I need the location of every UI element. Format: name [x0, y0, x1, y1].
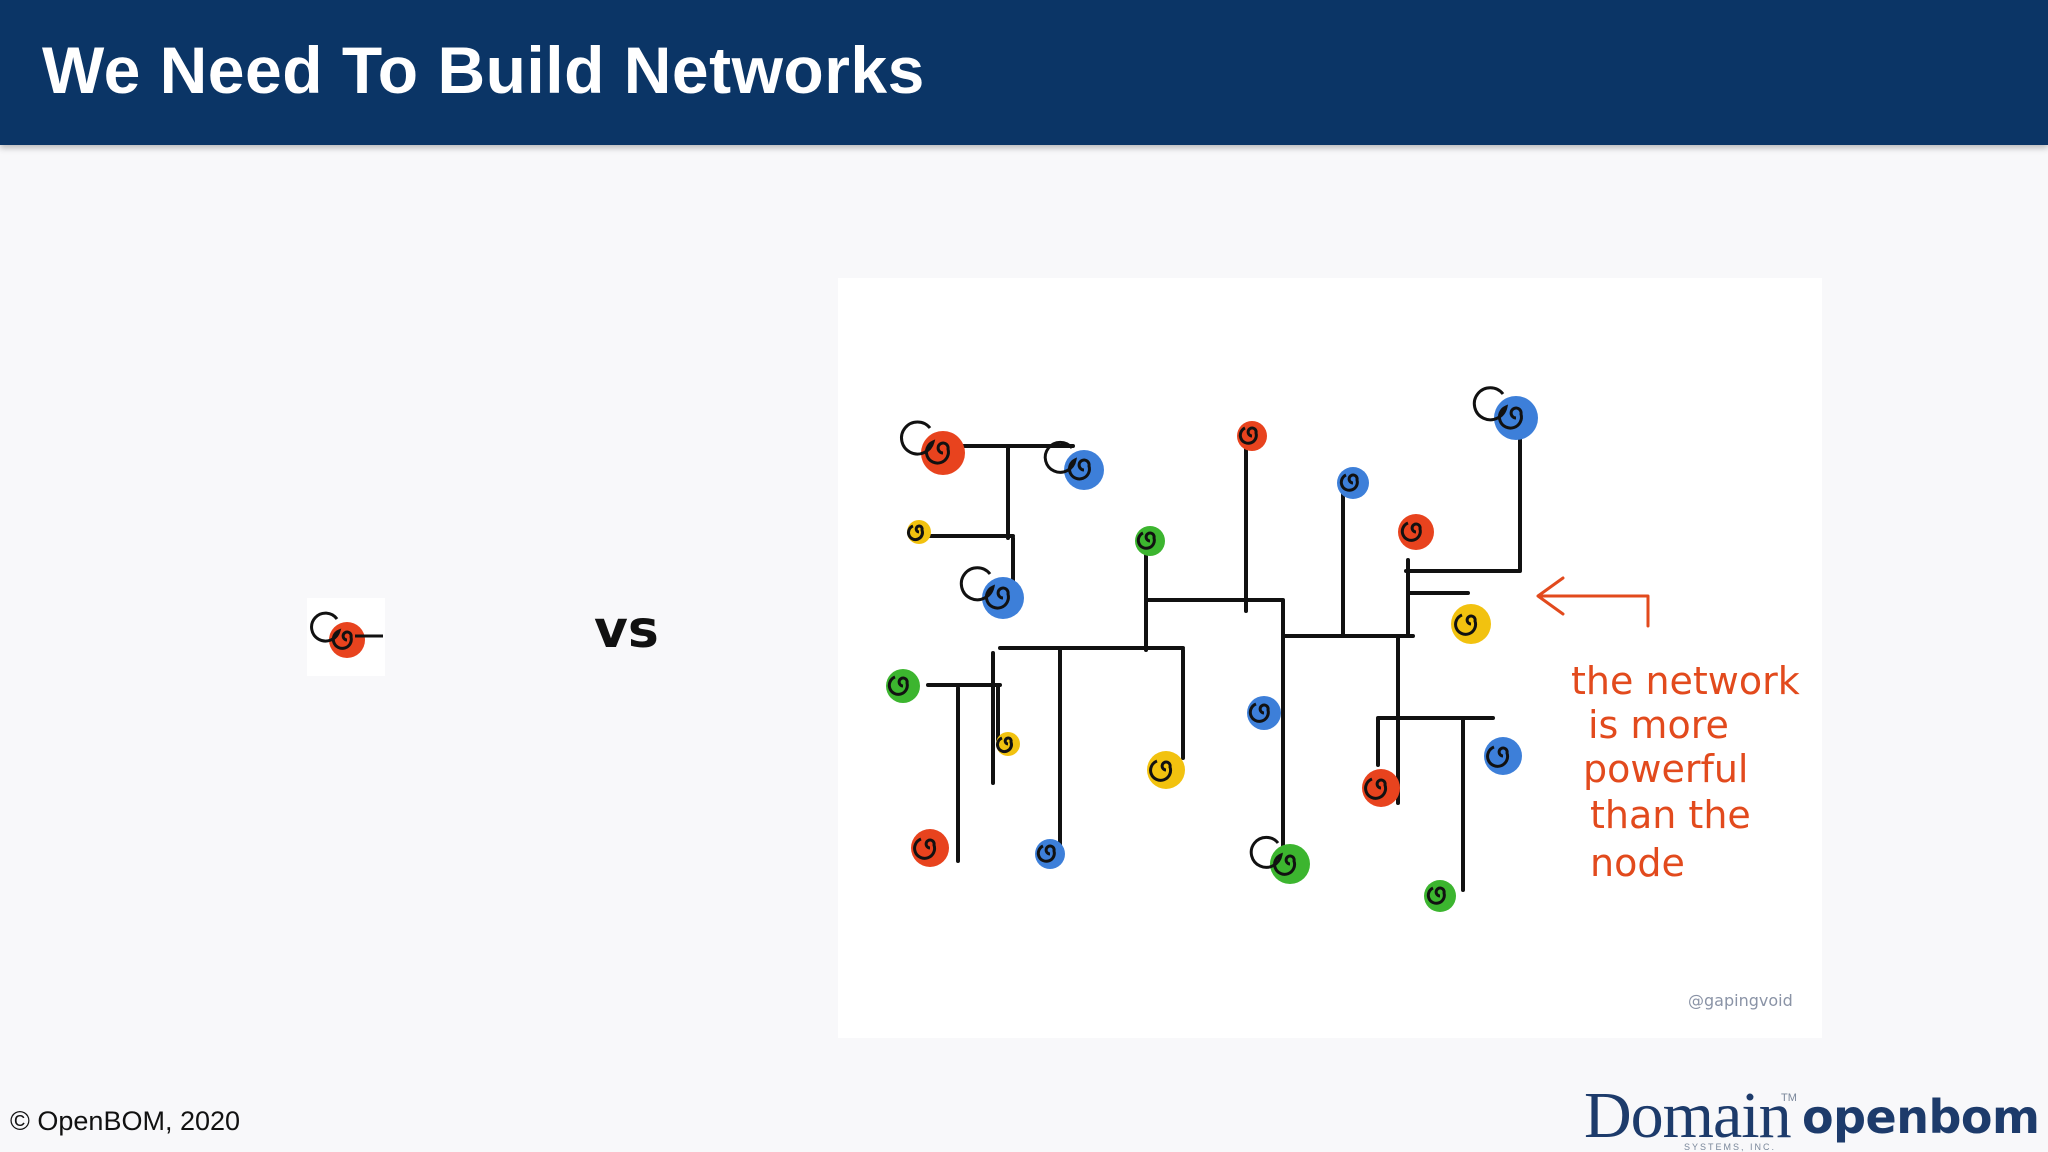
caption-line-2: is more	[1588, 703, 1729, 747]
caption-line-4: than the	[1590, 793, 1751, 837]
network-svg: the network is more powerful than the no…	[886, 386, 1800, 1010]
single-node-illustration	[307, 598, 385, 676]
arrow-left-icon	[1536, 576, 1650, 628]
network-nodes	[886, 396, 1538, 912]
vs-label: vs	[594, 600, 659, 660]
copyright-text: © OpenBOM, 2020	[10, 1106, 241, 1136]
domain-logo: Domain	[1584, 1079, 1792, 1152]
single-node-svg	[310, 611, 383, 658]
node-swirl	[310, 611, 353, 650]
network-caption: the network is more powerful than the no…	[1571, 659, 1800, 885]
caption-line-3: powerful	[1583, 747, 1748, 791]
slide-header: We Need To Build Networks	[0, 0, 2048, 145]
network-lines	[911, 431, 1522, 892]
node-swirls	[887, 386, 1523, 905]
network-illustration: the network is more powerful than the no…	[838, 278, 1822, 1038]
domain-logo-tm: TM	[1781, 1092, 1797, 1104]
caption-line-5: node	[1590, 841, 1685, 885]
slide-title: We Need To Build Networks	[42, 33, 925, 107]
domain-logo-subtitle: SYSTEMS, INC.	[1684, 1142, 1777, 1152]
caption-line-1: the network	[1571, 659, 1800, 703]
illustration-credit: @gapingvoid	[1688, 991, 1793, 1010]
openbom-logo: openbom	[1802, 1090, 2040, 1144]
